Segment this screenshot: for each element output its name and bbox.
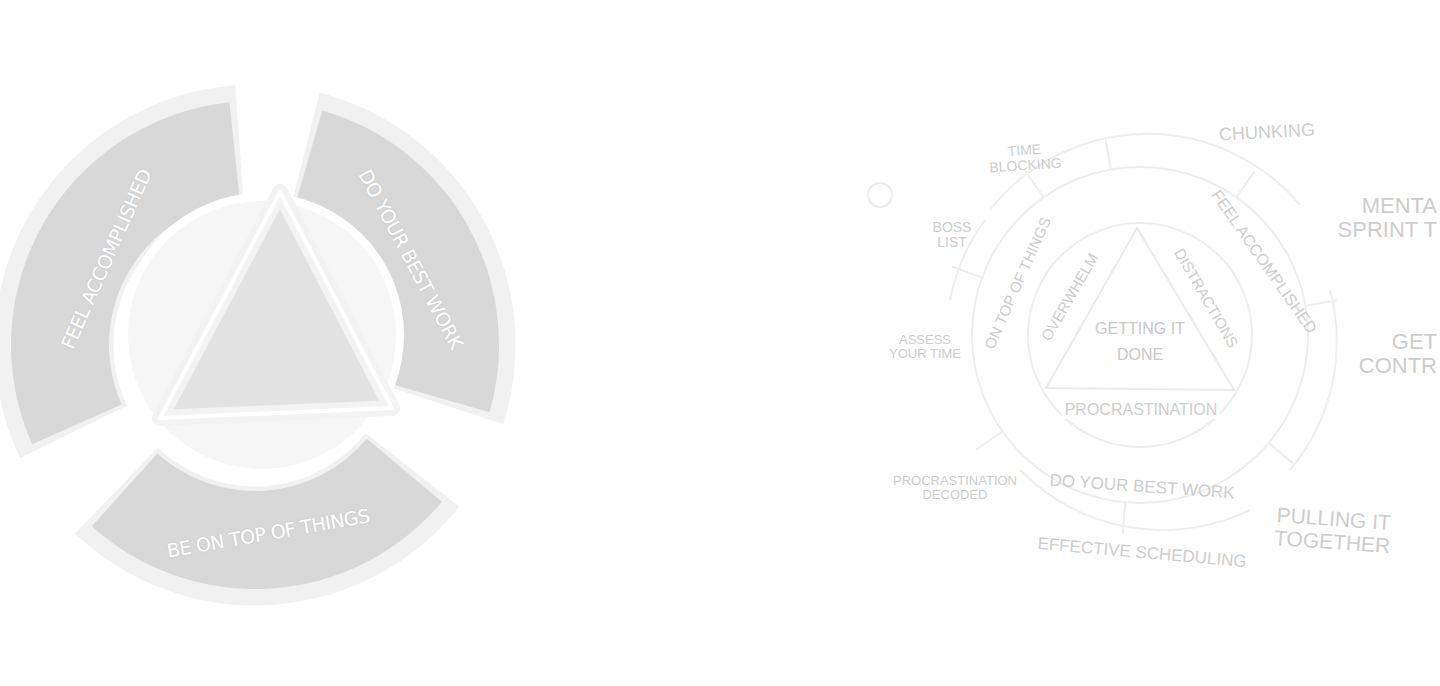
ring-tick bbox=[976, 431, 1002, 449]
diagram-label: MENTA SPRINT T bbox=[1325, 194, 1437, 242]
right-rings bbox=[950, 134, 1337, 530]
diagram-label: PROCRASTINATION DECODED bbox=[880, 474, 1030, 503]
ring-tick bbox=[1025, 171, 1043, 197]
small-icon bbox=[868, 183, 892, 207]
diagram-label: PULLING IT TOGETHER bbox=[1267, 502, 1400, 557]
core-label: GETTING IT DONE bbox=[1092, 316, 1188, 367]
diagram-label: EFFECTIVE SCHEDULING bbox=[1022, 533, 1263, 573]
diagram-label: PROCRASTINATION bbox=[1062, 401, 1221, 419]
diagram-label: OVERWHELM bbox=[1037, 248, 1103, 346]
ring-tick bbox=[952, 267, 982, 278]
triangle bbox=[160, 192, 392, 418]
ring-tick bbox=[1236, 171, 1254, 197]
ring-middle bbox=[972, 167, 1308, 503]
diagram-label: TIME BLOCKING bbox=[984, 140, 1066, 176]
diagram-label: ASSESS YOUR TIME bbox=[885, 333, 965, 362]
ring-inner bbox=[1028, 223, 1252, 447]
diagram-label: GET CONTR bbox=[1345, 330, 1437, 378]
left-ring-art bbox=[0, 84, 517, 607]
ring-tick bbox=[1105, 138, 1111, 170]
triangle-edge bbox=[160, 192, 392, 418]
left-triangle bbox=[124, 192, 400, 473]
diagram-label: BOSS LIST bbox=[927, 220, 977, 251]
ring-tick bbox=[1305, 300, 1337, 306]
diagram-label: CHUNKING bbox=[1197, 119, 1338, 146]
diagram-label: DO YOUR BEST WORK bbox=[1032, 470, 1253, 504]
ring-tick bbox=[1123, 502, 1126, 534]
ring-tick bbox=[1269, 443, 1294, 464]
